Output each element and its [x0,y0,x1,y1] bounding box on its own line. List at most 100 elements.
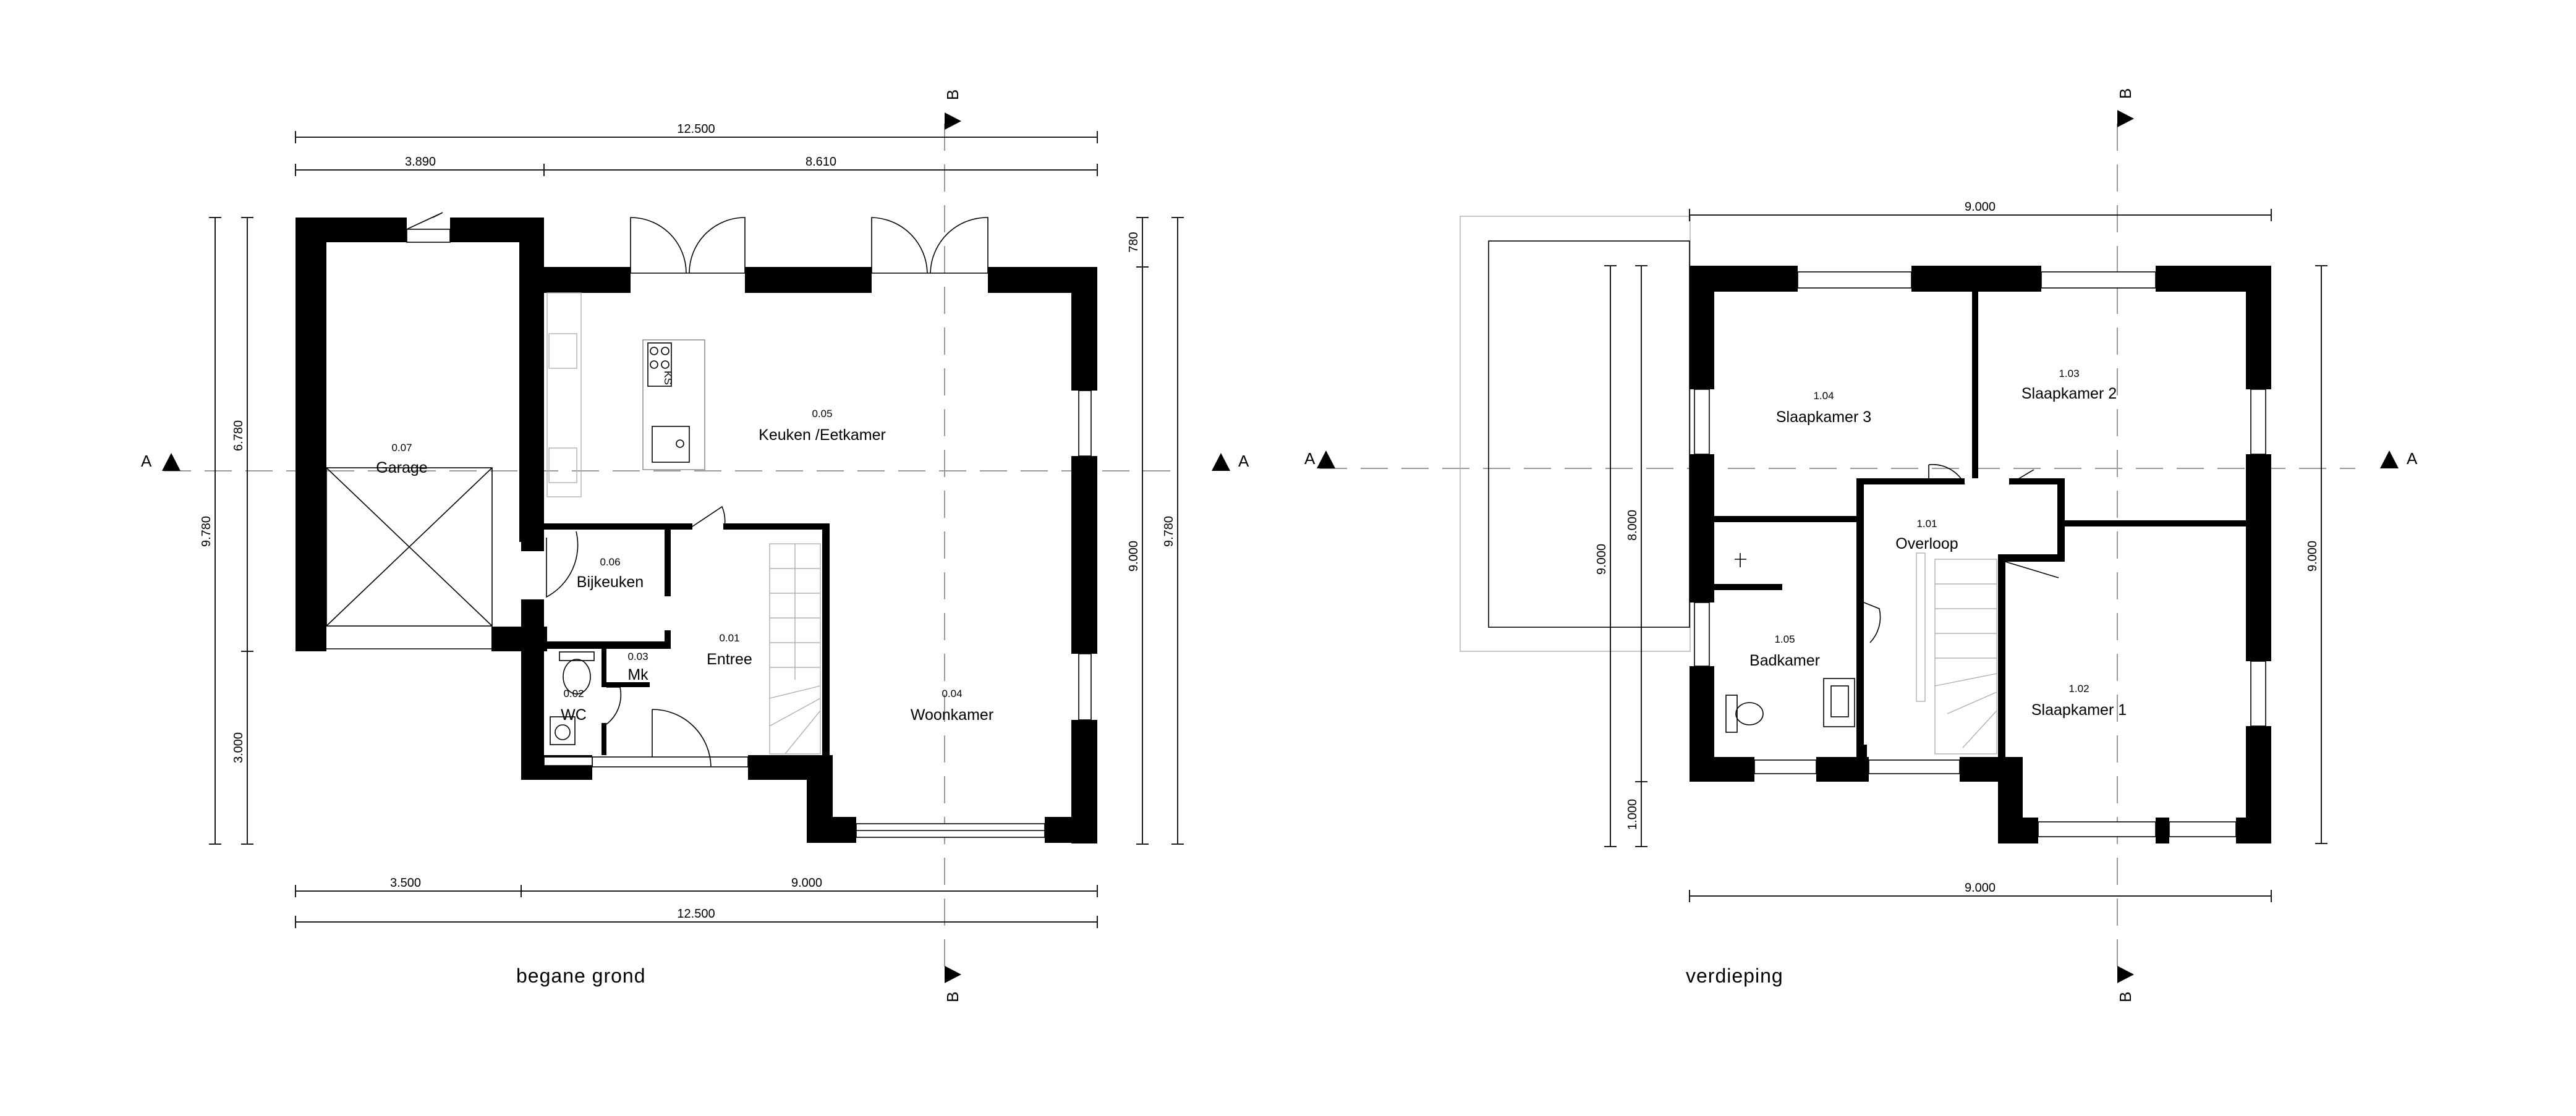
window-kitchen-east [1078,390,1092,457]
dim-bottom-left: 3.500 [390,876,421,890]
dim-top-left: 3.890 [405,155,436,169]
room-number-bijkeuken: 0.06 [600,556,620,568]
section-label-a-left: A [141,452,152,470]
dim-right-main: 9.000 [1127,541,1141,572]
upper-room-labels: 1.04 Slaapkamer 3 1.03 Slaapkamer 2 1.01… [1749,368,2127,719]
caption-ground-floor: begane grond [516,965,646,987]
bath-door-swing [1863,602,1881,643]
dim-upper-left-inner: 8.000 [1626,510,1639,541]
dim-left-upper: 6.780 [232,420,245,451]
window-living-east [1078,653,1092,721]
wc-door-swing [606,687,622,725]
room-number-overloop: 1.01 [1916,518,1937,530]
room-name-garage: Garage [376,459,427,476]
section-arrow-b-bottom [945,966,961,983]
section-label-a-upper-left: A [1304,449,1316,468]
garage-window [406,229,451,243]
french-doors-kitchen [630,217,746,274]
garage-roof-edge [1488,240,1690,628]
fridge-label: KS [662,371,674,385]
front-door-swing [652,709,712,767]
dim-upper-bottom: 9.000 [1965,881,1996,895]
section-arrow-a-upper-left [1317,450,1335,468]
section-label-a-right: A [1238,452,1249,470]
dim-top-right: 8.610 [806,155,836,169]
room-number-keuken: 0.05 [812,408,832,420]
ground-floor-plan: KS 0.07 Garage 0.05 [141,90,1249,1002]
upper-dimensions: 9.000 9.000 9.000 9.000 8.000 1.000 [1595,200,2327,902]
room-name-bijkeuken: Bijkeuken [577,573,644,591]
room-name-sk2: Slaapkamer 2 [2021,385,2117,402]
dim-right-small: 780 [1127,232,1141,252]
section-label-b-top: B [943,90,962,100]
room-name-overloop: Overloop [1895,535,1958,552]
stairs-ground [769,543,821,755]
dim-left-lower: 3.000 [232,732,245,763]
garage-door-swing [406,212,443,230]
window-sk1-south-b [2169,821,2237,837]
caption-upper-floor: verdieping [1686,965,1783,987]
stairs-upper [1916,552,1997,755]
room-name-sk3: Slaapkamer 3 [1776,408,1871,426]
dim-upper-top: 9.000 [1965,200,1996,214]
dim-left-total: 9.780 [200,516,213,547]
window-landing-south [1868,759,1960,774]
room-name-entree: Entree [707,651,752,668]
section-arrow-b-top [945,112,961,130]
ground-room-labels: 0.07 Garage 0.05 Keuken /Eetkamer 0.06 B… [376,408,993,724]
garage-door-cross [326,467,493,627]
window-wc-south [543,756,593,766]
section-label-b-upper-top: B [2116,88,2135,99]
upper-floor-plan: 1.04 Slaapkamer 3 1.03 Slaapkamer 2 1.01… [1304,88,2418,1002]
section-markers-ground: A A B B [141,90,1249,1002]
window-sk2-north [2041,271,2156,289]
room-name-mk: Mk [627,666,648,683]
section-label-b-upper-bottom: B [2116,992,2135,1002]
dim-upper-left-outer: 9.000 [1595,544,1609,575]
interior-walls-upper [1714,292,2246,780]
room-number-wc: 0.02 [563,688,584,700]
dim-top-total: 12.500 [677,122,715,136]
entree-door-swing [692,505,726,527]
interior-walls-ground [541,523,830,783]
window-sk3-north [1797,271,1912,289]
bijkeuken-door-swing [546,531,579,598]
section-markers-upper: A A B B [1304,88,2418,1002]
dim-right-total: 9.780 [1162,516,1176,547]
window-bath-south [1754,759,1817,774]
section-arrow-b-upper-top [2117,110,2134,127]
window-bath-west [1694,602,1710,667]
sk1-door-swing [2005,561,2059,578]
sk2-door-swing [2009,469,2034,485]
room-name-wc: WC [561,706,587,724]
window-sk1-south-a [2038,821,2156,837]
ground-dimensions: 12.500 3.890 8.610 3.500 9.000 12.500 9.… [200,122,1184,928]
french-doors-living [871,217,988,274]
garage-door [326,467,493,627]
window-sk3-west [1694,389,1710,455]
garage-walls [295,218,547,651]
room-number-entree: 0.01 [719,632,739,644]
window-sk2-east [2250,389,2266,455]
room-name-keuken: Keuken /Eetkamer [759,426,886,444]
room-name-sk1: Slaapkamer 1 [2031,701,2127,719]
window-sk1-east [2250,661,2266,727]
section-arrow-a-left [162,453,181,471]
room-name-woonkamer: Woonkamer [911,706,993,724]
room-number-woonkamer: 0.04 [942,688,962,700]
room-number-badkamer: 1.05 [1774,633,1795,645]
room-name-badkamer: Badkamer [1749,652,1820,669]
bathroom-fixtures [1714,553,1855,733]
window-entree-south [592,756,749,767]
room-number-sk3: 1.04 [1813,390,1834,402]
garage-roof-outline [1460,216,1691,652]
section-arrow-a-upper-right [2380,450,2399,468]
dim-bottom-total: 12.500 [677,907,715,921]
room-number-mk: 0.03 [627,651,648,662]
dim-upper-right: 9.000 [2306,541,2319,572]
section-label-b-bottom: B [943,992,962,1002]
section-arrow-a-right [1212,453,1230,471]
kitchen-counter: KS [546,292,705,497]
room-number-garage: 0.07 [391,442,412,454]
